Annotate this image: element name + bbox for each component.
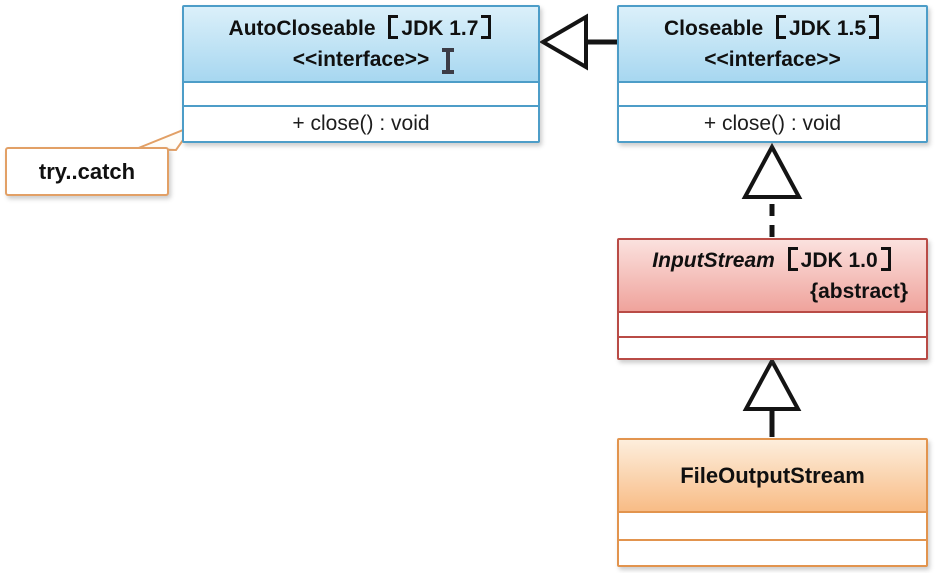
stereotype-label: <<interface>> <box>704 48 841 71</box>
methods-section <box>619 336 926 358</box>
class-header-fileoutputstream: FileOutputStream <box>619 440 926 513</box>
methods-section: + close() : void <box>184 105 538 141</box>
class-box-autocloseable[interactable]: AutoCloseable JDK 1.7 <<interface>> + cl… <box>182 5 540 143</box>
stereotype-label: <<interface>> <box>292 48 430 71</box>
attributes-section <box>184 83 538 105</box>
lenticular-bracket-close-icon <box>869 15 880 39</box>
attributes-section <box>619 83 926 105</box>
lenticular-bracket-open-icon <box>776 15 786 39</box>
class-title: Closeable JDK 1.5 <box>664 13 881 44</box>
note-text: try..catch <box>38 158 136 184</box>
jdk-version: JDK 1.7 <box>401 17 479 40</box>
class-name: InputStream <box>652 248 775 272</box>
attributes-section <box>619 513 926 539</box>
class-box-inputstream[interactable]: InputStream JDK 1.0 {abstract} <box>617 238 928 360</box>
realization-arrow-inputstream-to-closeable <box>741 142 803 237</box>
attributes-section <box>619 313 926 336</box>
class-header-closeable: Closeable JDK 1.5 <<interface>> <box>619 7 926 83</box>
class-box-fileoutputstream[interactable]: FileOutputStream <box>617 438 928 567</box>
class-title: AutoCloseable JDK 1.7 <box>229 13 494 44</box>
lenticular-bracket-open-icon <box>388 15 399 39</box>
methods-section: + close() : void <box>619 105 926 141</box>
lenticular-bracket-close-icon <box>880 246 891 271</box>
lenticular-bracket-close-icon <box>481 15 492 39</box>
class-header-inputstream: InputStream JDK 1.0 {abstract} <box>619 240 926 313</box>
jdk-version: JDK 1.5 <box>789 17 867 40</box>
class-name: AutoCloseable <box>228 17 376 40</box>
note-try-catch[interactable]: try..catch <box>5 147 169 196</box>
abstract-modifier-label: {abstract} <box>809 279 908 303</box>
generalization-arrow-closeable-to-autocloseable <box>539 13 618 71</box>
methods-section <box>619 539 926 565</box>
text-cursor-icon <box>442 48 454 74</box>
lenticular-bracket-open-icon <box>787 246 798 271</box>
class-title: InputStream JDK 1.0 <box>652 245 892 276</box>
class-name: FileOutputStream <box>680 463 865 488</box>
class-box-closeable[interactable]: Closeable JDK 1.5 <<interface>> + close(… <box>617 5 928 143</box>
generalization-arrow-fileoutputstream-to-inputstream <box>742 356 802 437</box>
jdk-version: JDK 1.0 <box>800 248 878 272</box>
class-header-autocloseable: AutoCloseable JDK 1.7 <<interface>> <box>184 7 538 83</box>
class-name: Closeable <box>663 17 764 40</box>
